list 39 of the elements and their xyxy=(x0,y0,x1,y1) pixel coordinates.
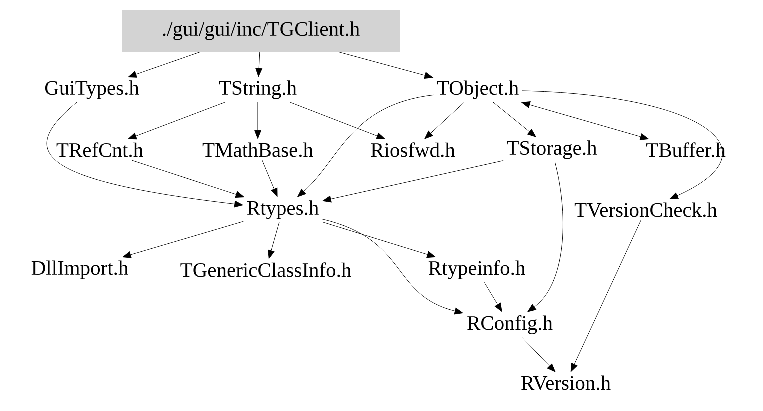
file-label: TStorage.h xyxy=(507,140,597,160)
arrow xyxy=(522,90,723,200)
arrow xyxy=(132,160,244,198)
arrow xyxy=(338,52,434,79)
arrow xyxy=(268,222,280,259)
arrow xyxy=(322,160,504,203)
arrow xyxy=(46,102,244,208)
file-label: TMathBase.h xyxy=(202,142,314,158)
file-label: TGenericClassInfo.h xyxy=(180,262,352,278)
file-label: RVersion.h xyxy=(522,376,611,390)
arrow xyxy=(128,102,226,140)
file-label: Rtypes.h xyxy=(247,200,319,220)
arrow xyxy=(128,52,201,78)
arrow xyxy=(424,102,465,140)
arrow xyxy=(290,102,386,140)
file-label: TVersionCheck.h xyxy=(574,202,718,218)
arrow xyxy=(484,282,502,312)
file-label: TObject.h xyxy=(437,80,519,100)
file-label: Riosfwd.h xyxy=(371,142,456,158)
arrow xyxy=(322,222,436,258)
arrow xyxy=(570,220,642,372)
arrow xyxy=(522,102,649,140)
arrow xyxy=(122,221,244,258)
arrow xyxy=(528,162,564,312)
arrow xyxy=(322,219,464,315)
file-label: TBuffer.h xyxy=(646,142,726,158)
arrow xyxy=(493,102,536,138)
file-label: RConfig.h xyxy=(468,316,553,334)
file-label: DllImport.h xyxy=(32,260,128,280)
arrow xyxy=(262,160,278,198)
arrow xyxy=(522,337,556,372)
file-label: GuiTypes.h xyxy=(45,80,140,100)
file-label: TString.h xyxy=(219,80,297,100)
file-label: Rtypeinfo.h xyxy=(428,260,526,280)
file-box: ./gui/gui/inc/TGClient.h xyxy=(122,10,400,52)
arrow xyxy=(254,102,262,140)
arrow xyxy=(298,94,434,198)
arrow xyxy=(256,52,263,78)
file-label: TRefCnt.h xyxy=(56,142,144,158)
